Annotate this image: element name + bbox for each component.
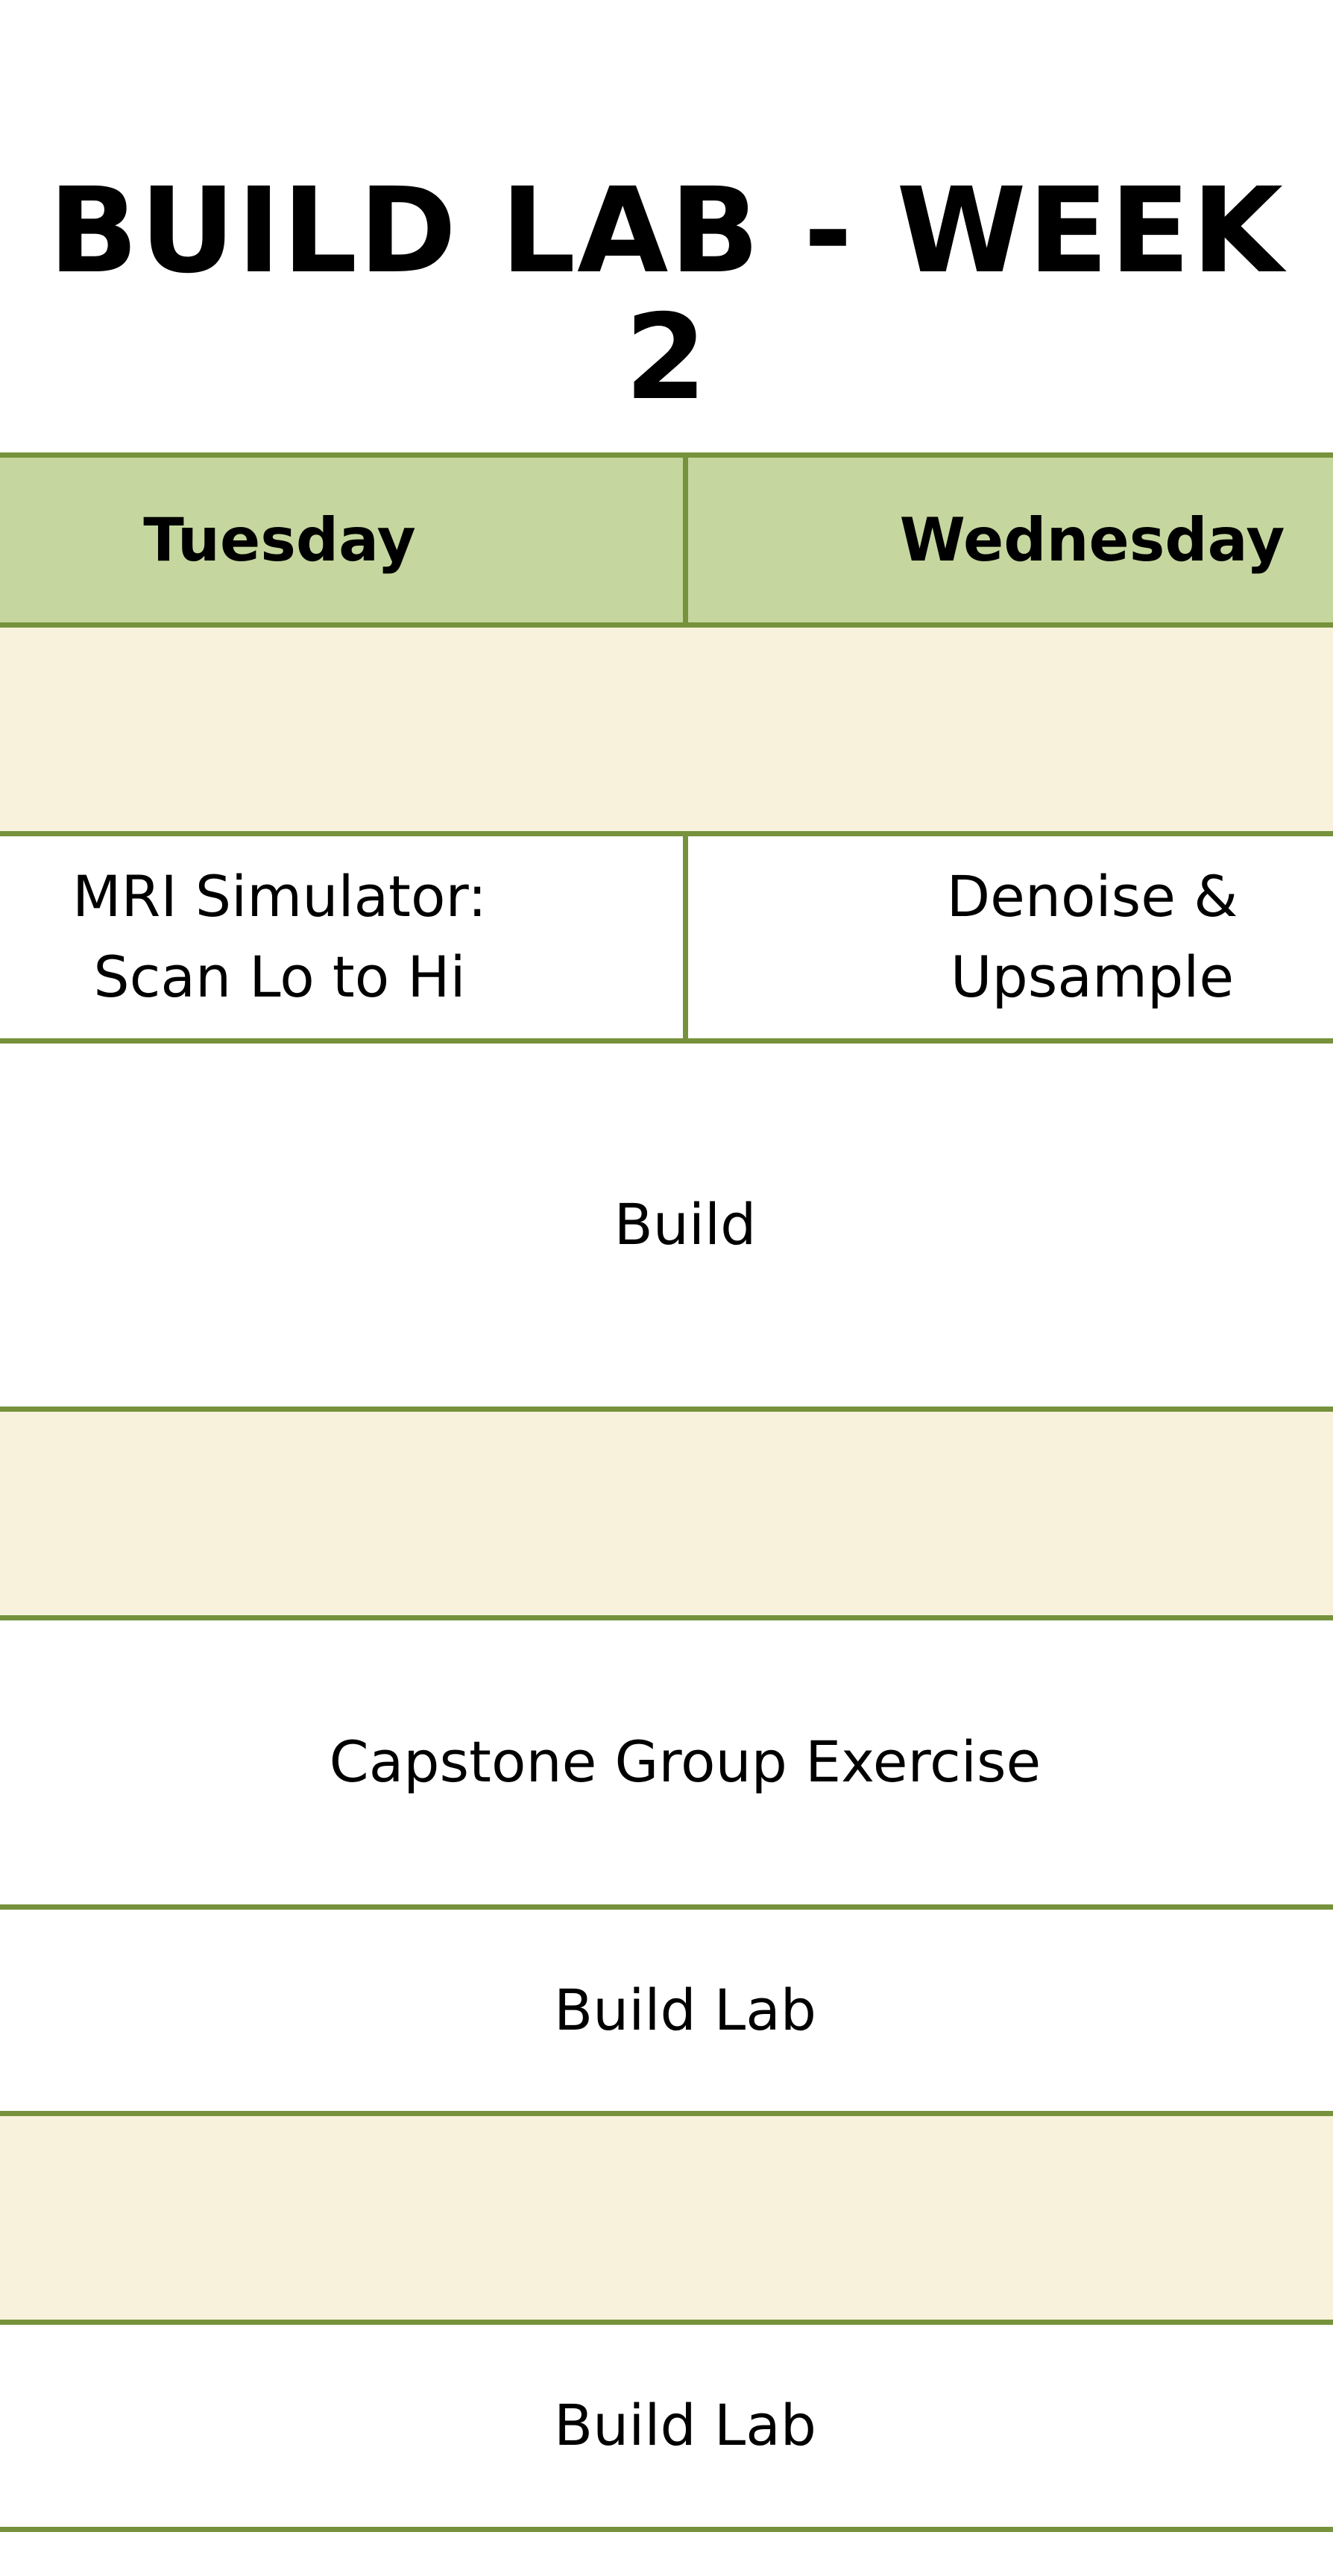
page-title: BUILD LAB - WEEK 2 <box>48 162 1285 426</box>
build-lab-cell: Build Lab <box>553 1976 817 2043</box>
column-divider <box>683 455 688 625</box>
build-cell: Build <box>614 1191 757 1257</box>
break-row <box>0 1409 1333 1617</box>
break-row <box>0 2113 1333 2322</box>
divider <box>0 2111 1333 2116</box>
header-tuesday: Tuesday <box>143 505 416 575</box>
capstone-cell: Capstone Group Exercise <box>329 1729 1041 1795</box>
divider <box>0 2527 1333 2532</box>
divider <box>0 831 1333 836</box>
divider <box>0 1904 1333 1910</box>
header-wednesday: Wednesday <box>899 505 1285 575</box>
build-lab-cell: Build Lab <box>553 2392 817 2458</box>
header-row <box>0 455 1333 625</box>
tuesday-session: MRI Simulator: Scan Lo to Hi <box>72 863 487 1010</box>
column-divider <box>683 833 688 1041</box>
wednesday-session: Denoise & Upsample <box>946 863 1238 1010</box>
divider <box>0 2320 1333 2325</box>
divider <box>0 1038 1333 1044</box>
divider <box>0 452 1333 458</box>
divider <box>0 1407 1333 1412</box>
divider <box>0 622 1333 628</box>
break-row <box>0 625 1333 833</box>
divider <box>0 1615 1333 1620</box>
